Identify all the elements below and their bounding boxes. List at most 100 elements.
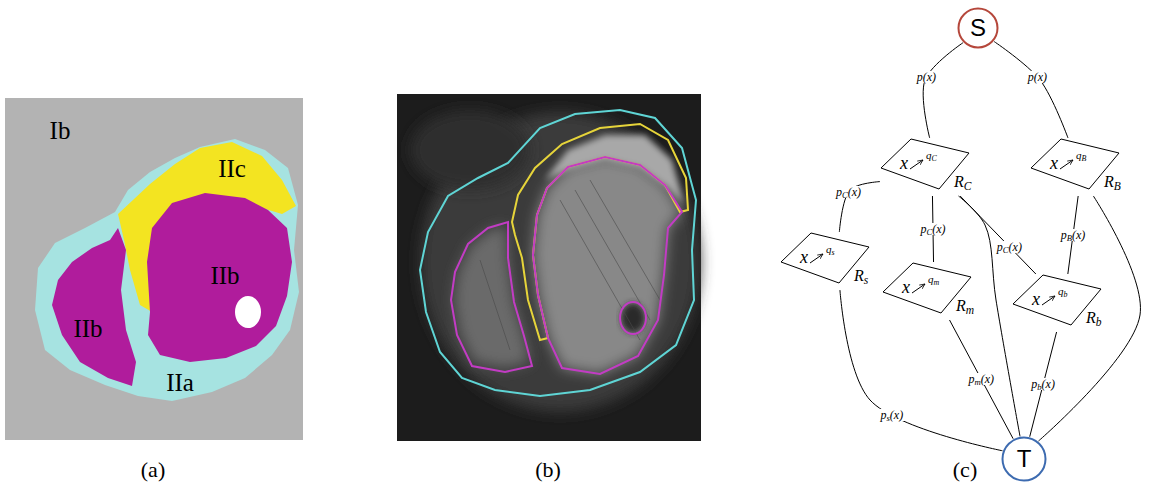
region-node: xqCRC — [880, 138, 984, 196]
hole — [235, 296, 261, 328]
pixel-symbol: x — [1050, 154, 1058, 172]
magenta-region — [147, 193, 292, 362]
direction-label: qC — [926, 150, 937, 161]
subscript: m — [966, 304, 974, 316]
region-name: RC — [954, 174, 971, 190]
subscript: m — [975, 378, 981, 388]
edge-weight: pb(x) — [1029, 378, 1057, 390]
text-part: (x) — [932, 222, 945, 236]
subscript: b — [1037, 383, 1041, 393]
text-part: q — [826, 243, 832, 255]
subscript: C — [842, 190, 848, 200]
subscript: C — [932, 154, 937, 163]
graph-edge — [994, 41, 1068, 138]
circle-shape — [959, 9, 998, 48]
subscript: C — [926, 227, 932, 237]
text-part: p — [880, 408, 886, 422]
pixel-symbol: x — [800, 248, 808, 266]
graph-edge — [950, 320, 1014, 439]
text-part: p — [1061, 228, 1067, 242]
tissue — [410, 110, 530, 190]
region-node: xqbRb — [1012, 274, 1116, 332]
subscript: m — [934, 278, 940, 287]
text-part: (x) — [1072, 228, 1085, 242]
plane-shape — [881, 139, 969, 189]
graph-edge — [959, 196, 1021, 436]
terminal-letter: S — [970, 16, 986, 40]
edge-weight: pB(x) — [1059, 229, 1088, 241]
plane-shape — [1031, 139, 1119, 189]
text-part: q — [926, 149, 932, 161]
text-part: (x) — [848, 185, 861, 199]
region-name: Rb — [1086, 310, 1102, 326]
direction-arrow — [912, 284, 925, 293]
text-part: (x) — [890, 408, 903, 422]
edge-weight: pC(x) — [995, 241, 1024, 253]
terminal-letter: T — [1017, 447, 1032, 471]
segmentation-map — [5, 98, 303, 440]
image-ground — [397, 94, 701, 441]
panel-caption: (a) — [141, 459, 165, 481]
region-label: Ib — [50, 118, 71, 143]
terminal-node: S — [957, 7, 999, 49]
region-node: x q sRs — [780, 232, 884, 290]
edge-weight: ps(x) — [878, 409, 905, 421]
region-label: IIb — [73, 316, 102, 341]
plane-shape — [1013, 275, 1101, 325]
circle-shape — [1003, 438, 1046, 481]
panel-caption: (b) — [535, 459, 561, 481]
background-region — [5, 98, 303, 440]
magenta-contour — [451, 222, 532, 372]
magenta-contour — [620, 302, 646, 334]
subscript: B — [1082, 154, 1087, 163]
texture — [480, 180, 660, 350]
text-part: p — [1031, 377, 1037, 391]
text-part: q — [928, 273, 934, 285]
mr-image — [397, 94, 701, 441]
region-label: IIb — [210, 263, 239, 288]
direction-label: qm — [928, 274, 939, 285]
text-part: p — [997, 240, 1003, 254]
subscript: b — [1064, 290, 1068, 299]
edge-weight: p(x) — [915, 71, 938, 83]
region-label: IIa — [166, 370, 194, 395]
magenta-region — [52, 228, 136, 386]
subscript: s — [886, 414, 889, 424]
subscript: C — [964, 180, 972, 192]
panel-caption: (c) — [953, 459, 977, 481]
region-name: RB — [1104, 174, 1121, 190]
pixel-symbol: x — [900, 154, 908, 172]
direction-arrow — [810, 254, 823, 263]
region-node: xqmRm — [882, 262, 986, 320]
direction-label: qb — [1058, 286, 1067, 297]
region-name: Rm — [956, 298, 974, 314]
direction-arrow — [1060, 160, 1073, 169]
text-part: R — [1086, 309, 1096, 326]
text-part: p — [969, 372, 975, 386]
text-part: p — [920, 222, 926, 236]
graph-edge — [1030, 332, 1057, 437]
magenta-contour — [533, 157, 682, 374]
bright-cavity — [533, 157, 682, 374]
cyan-region — [35, 139, 299, 401]
direction-arrow — [1042, 296, 1055, 305]
text-part: R — [956, 297, 966, 314]
subscript: b — [1096, 316, 1102, 328]
subscript: s — [864, 274, 868, 286]
text-part: R — [1104, 173, 1114, 190]
subscript: B — [1067, 233, 1072, 243]
region-name: Rs — [854, 268, 868, 284]
text-part: q — [1058, 285, 1064, 297]
graph-edge — [923, 43, 963, 138]
yellow-contour — [512, 124, 688, 340]
edge-weight: p(x) — [1026, 71, 1049, 83]
text-part: (x) — [1042, 377, 1055, 391]
subscript: B — [1114, 180, 1121, 192]
pixel-symbol: x — [902, 278, 910, 296]
direction-label: qB — [1076, 150, 1086, 161]
text-part: R — [954, 173, 964, 190]
text-part: R — [854, 267, 864, 284]
edge-weight: pC(x) — [834, 186, 863, 198]
terminal-node: T — [1001, 436, 1047, 482]
